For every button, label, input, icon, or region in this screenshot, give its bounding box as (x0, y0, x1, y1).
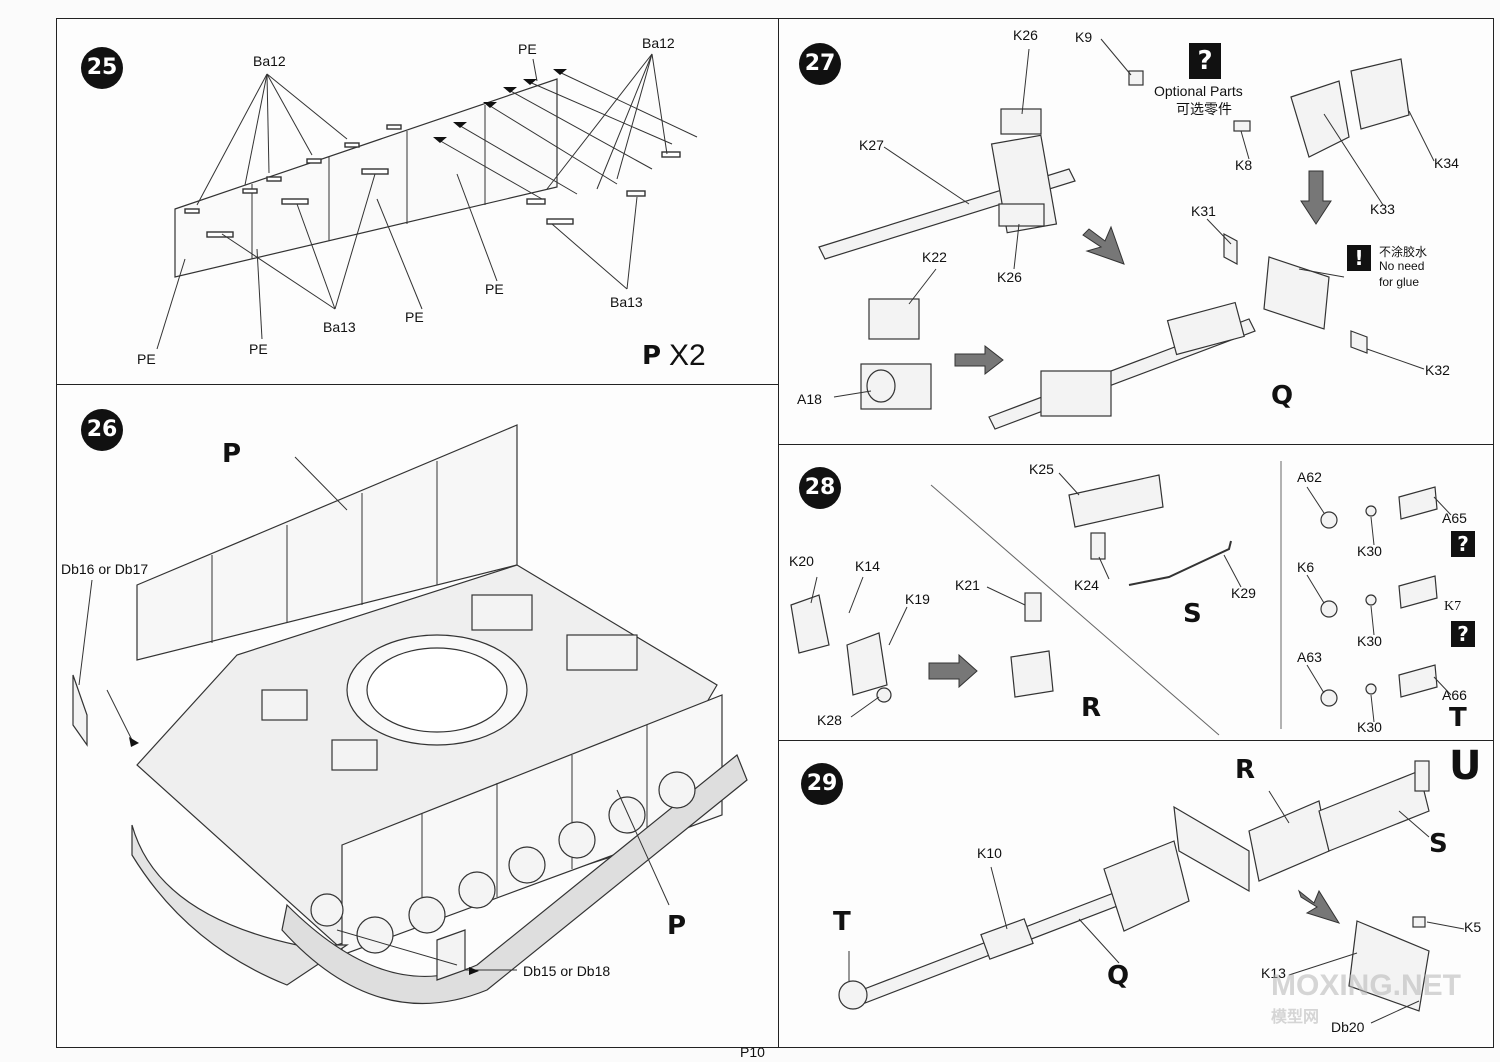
subassembly-letter-r: R (1235, 755, 1256, 785)
subassembly-letter-t: T (1449, 703, 1467, 733)
part-label-k29: K29 (1231, 585, 1256, 601)
part-label-pe-1: PE (137, 351, 156, 367)
subassembly-letter-q: Q (1107, 961, 1130, 991)
part-label-k27: K27 (859, 137, 884, 153)
part-label-k22: K22 (922, 249, 947, 265)
part-label-k10: K10 (977, 845, 1002, 861)
optional-parts-label-cn: 可选零件 (1176, 101, 1232, 117)
quantity-multiplier: X2 (669, 339, 706, 372)
part-label-db16-or-db17: Db16 or Db17 (61, 561, 149, 577)
optional-parts-label: Optional Parts (1154, 83, 1243, 99)
part-label-db20: Db20 (1331, 1019, 1365, 1035)
subassembly-letter-s: S (1183, 599, 1202, 629)
part-label-k25: K25 (1029, 461, 1054, 477)
step-26-panel: 26 P P Db16 or Db17 Db15 or Db18 (56, 384, 780, 1048)
part-label-k13: K13 (1261, 965, 1286, 981)
part-label-a65: A65 (1442, 510, 1467, 526)
part-label-k32: K32 (1425, 362, 1450, 378)
part-label-pe-3: PE (405, 309, 424, 325)
part-label-k7: K7 (1444, 599, 1462, 614)
part-label-k34: K34 (1434, 155, 1459, 171)
step-27-panel: 27 K26 K9 K27 K26 K22 A18 ? Optional Par… (778, 18, 1494, 446)
part-label-k9: K9 (1075, 29, 1093, 45)
part-label-k21: K21 (955, 577, 980, 593)
step-28-number: 28 (799, 467, 841, 509)
step-29-gun-assembly-drawing (838, 760, 1465, 1024)
subassembly-letter-p-top: P (222, 439, 242, 469)
part-label-k28: K28 (817, 712, 842, 728)
part-label-k31: K31 (1191, 203, 1216, 219)
part-label-k26-top: K26 (1013, 27, 1038, 43)
step-28-breech-drawing (790, 461, 1452, 736)
part-label-k19: K19 (905, 591, 930, 607)
part-label-a62: A62 (1297, 469, 1322, 485)
part-label-pe-2: PE (249, 341, 268, 357)
part-label-k30-b: K30 (1357, 633, 1382, 649)
part-label-k8: K8 (1235, 157, 1253, 173)
step-27-number: 27 (799, 43, 841, 85)
step-29-number: 29 (801, 763, 843, 805)
subassembly-letter-r: R (1081, 693, 1102, 723)
part-label-a18: A18 (797, 391, 822, 407)
subassembly-letter-q: Q (1271, 381, 1294, 411)
part-label-ba12-left: Ba12 (253, 53, 286, 69)
subassembly-letter-p: P (642, 341, 662, 371)
step-27-gun-barrel-drawing (818, 38, 1435, 430)
part-label-pe-4: PE (485, 281, 504, 297)
part-label-k30-a: K30 (1357, 543, 1382, 559)
step-25-number: 25 (81, 47, 123, 89)
step-26-hull-drawing (72, 424, 748, 1005)
watermark-text: MOXING.NET (1271, 969, 1462, 1002)
step-26-number: 26 (81, 409, 123, 451)
optional-part-icon-k7: ? (1451, 621, 1475, 647)
subassembly-letter-p-bottom: P (667, 911, 687, 941)
part-label-k30-c: K30 (1357, 719, 1382, 735)
optional-parts-icon: ? (1189, 43, 1221, 79)
step-25-panel: 25 Ba12 Ba12 PE Ba13 Ba13 PE PE PE PE P … (56, 18, 780, 386)
subassembly-letter-t: T (833, 907, 851, 937)
part-label-k20: K20 (789, 553, 814, 569)
part-label-k24: K24 (1074, 577, 1099, 593)
part-label-k5: K5 (1464, 919, 1482, 935)
page-number: P10 (740, 1044, 765, 1060)
part-label-k26-bottom: K26 (997, 269, 1022, 285)
part-label-ba13-right: Ba13 (610, 294, 643, 310)
optional-part-icon-a65: ? (1451, 531, 1475, 557)
no-glue-label-2: for glue (1379, 275, 1420, 289)
step-29-panel: 29 U R S T Q K10 K5 K13 Db20 MOXING.NET … (778, 740, 1494, 1048)
subassembly-letter-s: S (1429, 829, 1448, 859)
step-28-panel: 28 K20 K14 K19 K28 K21 R K25 K24 K29 S A… (778, 444, 1494, 742)
no-glue-label-cn: 不涂胶水 (1379, 245, 1428, 259)
no-glue-icon: ! (1347, 245, 1371, 271)
step-25-armor-skirt-drawing (156, 53, 698, 350)
part-label-db15-or-db18: Db15 or Db18 (523, 963, 611, 979)
part-label-ba13-mid: Ba13 (323, 319, 356, 335)
part-label-k14: K14 (855, 558, 880, 574)
part-label-a63: A63 (1297, 649, 1322, 665)
part-label-ba12-right: Ba12 (642, 35, 675, 51)
part-label-k6: K6 (1297, 559, 1315, 575)
part-label-a66: A66 (1442, 687, 1467, 703)
part-label-k33: K33 (1370, 201, 1395, 217)
part-label-pe-top: PE (518, 41, 537, 57)
watermark-text-cn: 模型网 (1271, 1009, 1320, 1026)
no-glue-label-1: No need (1379, 259, 1425, 273)
subassembly-letter-u: U (1449, 743, 1482, 789)
